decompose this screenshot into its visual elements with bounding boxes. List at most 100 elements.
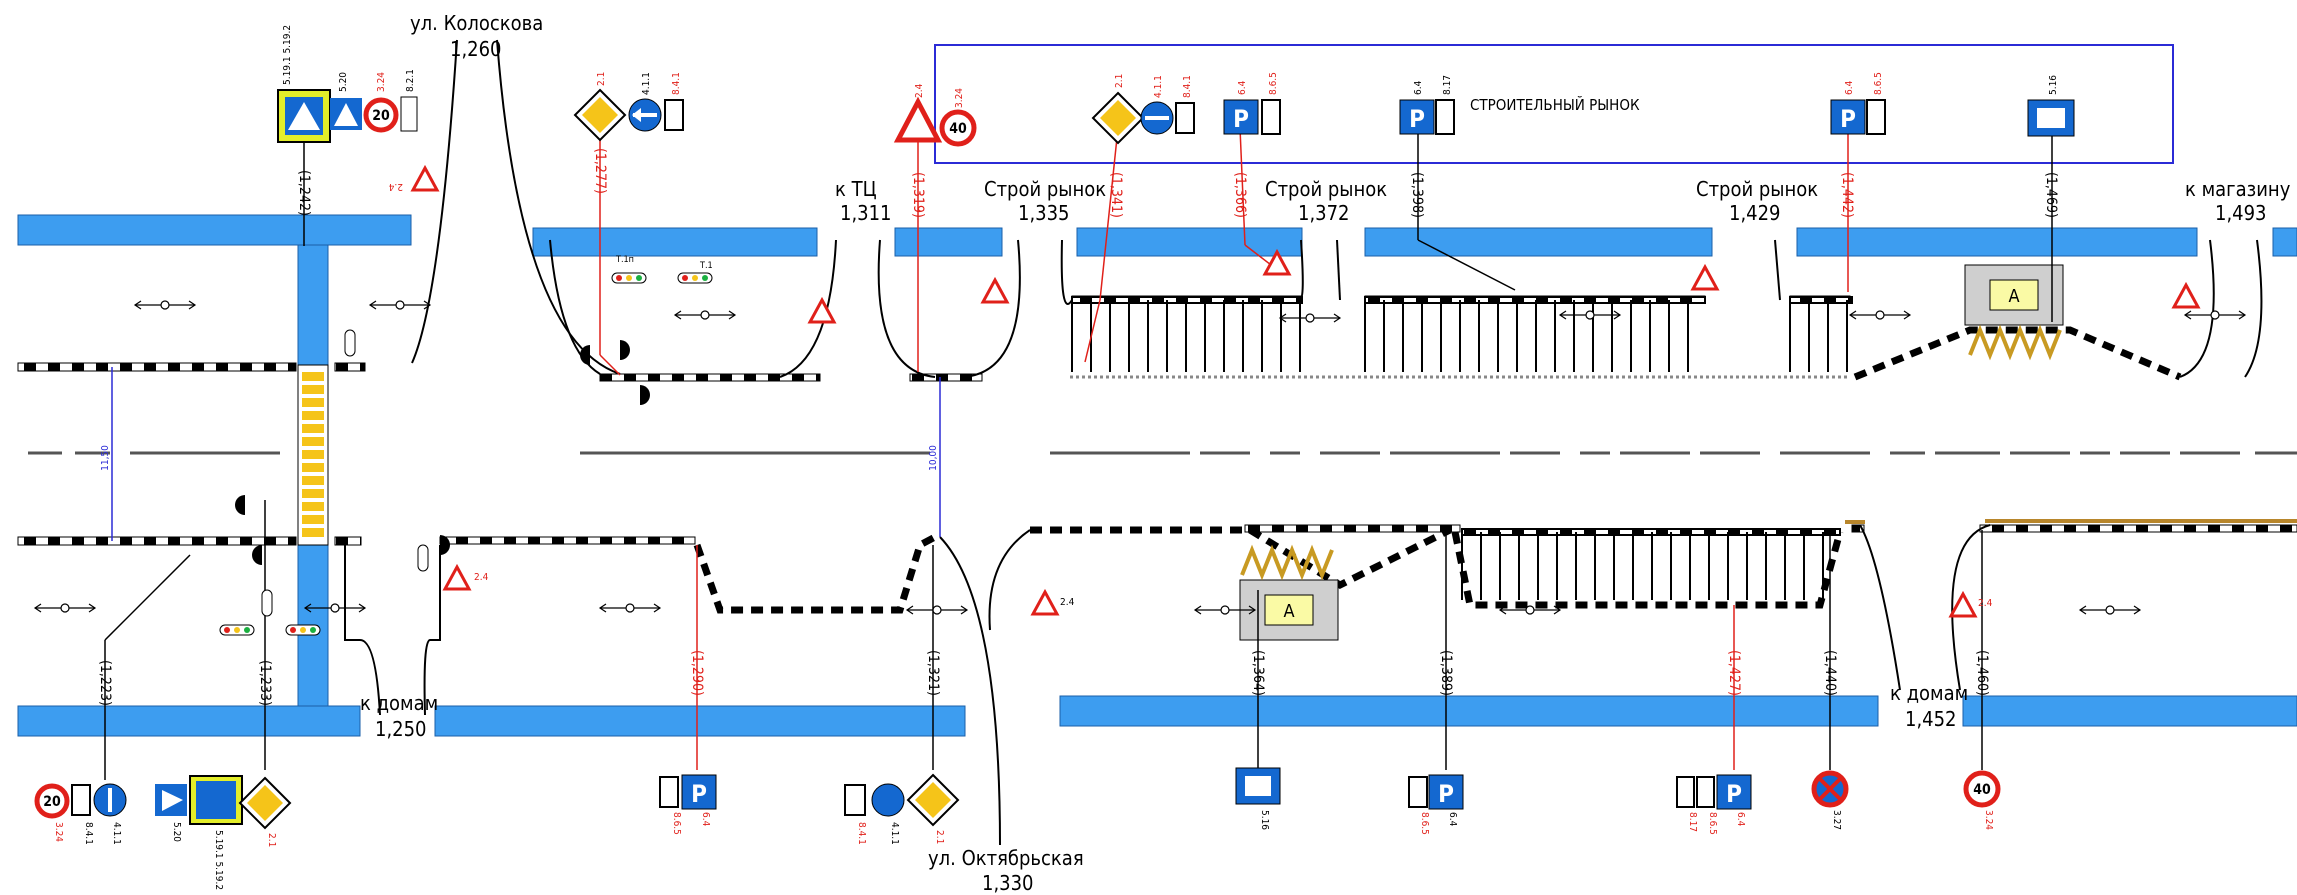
traffic-lights: [219, 272, 713, 636]
parking-plate-bottom-2: [1408, 776, 1428, 808]
plate-sign-2: [1175, 102, 1195, 134]
code-plate-2: 8.4.1: [1182, 75, 1193, 98]
code-yield-1: 2.4: [388, 181, 403, 192]
exit-market2-km: 1,372: [1298, 201, 1350, 225]
direction-marker: [368, 300, 432, 310]
code-parking-plate-3: 8.6.5: [1873, 72, 1884, 95]
exit-houses2-name: к домам: [1890, 681, 1968, 705]
blue-strips: [17, 214, 2297, 737]
direction-marker: [598, 603, 662, 613]
code-parking-plate-bottom-3: 8.6.5: [1707, 812, 1718, 835]
market-banner: СТРОИТЕЛЬНЫЙ РЫНОК: [1470, 95, 1640, 114]
parking-plate-3: [1866, 99, 1886, 135]
code-distance-top: 8.2.1: [405, 69, 416, 92]
code-crosswalk-bottom: 5.19.1 5.19.2: [213, 830, 224, 890]
exit-market3-km: 1,429: [1729, 201, 1781, 225]
main-road-sign-bottom-1: [238, 776, 292, 830]
code-parking-bottom-2: 6.4: [1447, 812, 1458, 827]
bus-stop-sign-bottom: [1235, 767, 1281, 805]
parking-sign-3-letter: P: [1840, 105, 1856, 133]
code-parking-2: 6.4: [1413, 80, 1424, 95]
sign-km-top-3: (1,319): [910, 172, 926, 218]
code-yield-top: 2.4: [914, 83, 925, 98]
straight-sign-bottom-1: [93, 783, 127, 817]
straight-sign-2: [1140, 101, 1174, 135]
street-oktyabrskaya-name: ул. Октябрьская: [928, 846, 1084, 870]
code-bus-bottom: 5.16: [1259, 810, 1270, 830]
parking-sign-2-letter: P: [1409, 105, 1425, 133]
sign-km-bottom-1: (1,223): [97, 660, 113, 706]
code-plate-bottom-1: 8.4.1: [83, 822, 94, 845]
direction-marker: [1278, 313, 1342, 323]
sign-km-top-8: (1,469): [2043, 172, 2059, 218]
direction-marker: [1193, 605, 1257, 615]
code-straight-bottom-2: 4.1.1: [889, 822, 900, 845]
code-parking-3: 6.4: [1844, 80, 1855, 95]
sign-km-bottom-9: (1,460): [1974, 650, 1990, 696]
code-parking-1: 6.4: [1237, 80, 1248, 95]
direction-marker: [33, 603, 97, 613]
market-frame: [934, 44, 2174, 164]
sign-km-bottom-5: (1,364): [1250, 650, 1266, 696]
parking-sign-1-letter: P: [1233, 105, 1249, 133]
sign-km-bottom-7: (1,427): [1726, 650, 1742, 696]
code-yield-2: 2.4: [474, 572, 489, 583]
code-main-road-bottom-1: 2.1: [266, 833, 277, 847]
parking-stalls: [1071, 296, 1853, 600]
parking-sign-bottom-1-letter: P: [691, 780, 707, 808]
parking-sign-bottom-3: [1716, 774, 1752, 810]
parking-sign-2: [1399, 99, 1435, 135]
code-speed-top: 3.24: [376, 72, 387, 92]
code-parking-plate-2: 8.17: [1442, 75, 1453, 95]
plate-sign-1: [664, 99, 684, 131]
bus-stop-pavilion-top: [1964, 264, 2064, 361]
dimension-lines: [111, 367, 941, 541]
speed-limit-40-top-value: 40: [949, 121, 967, 137]
direction-marker: [2183, 310, 2247, 320]
direction-marker: [673, 310, 737, 320]
children-sign-top: [330, 98, 362, 130]
exit-tc-name: к ТЦ: [835, 177, 877, 201]
parking-plates-bottom-3: [1676, 776, 1715, 808]
road-edges: [17, 295, 2297, 614]
code-children-top: 5.20: [338, 72, 349, 92]
parking-sign-bottom-2: [1428, 774, 1464, 810]
pavilion-label-top: A: [2008, 286, 2019, 307]
direction-marker: [905, 605, 969, 615]
code-parking-plate-1: 8.6.5: [1268, 72, 1279, 95]
speed-limit-40-top: [939, 109, 977, 147]
sign-leader-lines: [104, 105, 2053, 780]
sign-km-top-2: (1,277): [592, 148, 608, 194]
main-road-sign-bottom-2: [906, 773, 960, 827]
sign-km-top-5: (1,366): [1232, 172, 1248, 218]
sign-km-bottom-8: (1,440): [1822, 650, 1838, 696]
bus-stop-pavilion-bottom: [1239, 544, 1339, 641]
speed-limit-20-top: [363, 97, 399, 133]
code-main-road-bottom-2: 2.1: [934, 830, 945, 844]
exit-shop-km: 1,493: [2215, 201, 2267, 225]
dimension-width-2: 10,00: [928, 445, 939, 471]
direction-marker: [133, 300, 197, 310]
sign-km-top-4: (1,341): [1108, 172, 1124, 218]
direction-marker: [1558, 310, 1622, 320]
code-straight-2: 4.1.1: [1153, 75, 1164, 98]
code-straight-1: 4.1.1: [641, 72, 652, 95]
yield-signs-small: [410, 164, 2201, 618]
code-straight-bottom-1: 4.1.1: [111, 822, 122, 845]
street-lamps: [235, 340, 650, 565]
speed-limit-20-bottom: [34, 783, 70, 819]
code-crosswalk-top: 5.19.1 5.19.2: [282, 25, 293, 85]
parking-sign-bottom-1: [681, 774, 717, 810]
exit-houses1-name: к домам: [360, 691, 438, 715]
speed-limit-20-top-value: 20: [372, 108, 390, 124]
code-parking-plate2-bottom-3: 8.17: [1687, 812, 1698, 832]
dimension-width-1: 11,50: [100, 445, 111, 471]
main-road-sign-1: [573, 88, 627, 142]
code-parking-plate-bottom-1: 8.6.5: [671, 812, 682, 835]
main-road-sign-2: [1091, 91, 1145, 145]
crosswalk-sign-top: [277, 89, 331, 143]
sign-km-bottom-6: (1,389): [1438, 650, 1454, 696]
exit-market3-name: Строй рынок: [1696, 177, 1818, 201]
direction-marker: [303, 603, 367, 613]
exit-houses1-km: 1,250: [375, 717, 427, 741]
